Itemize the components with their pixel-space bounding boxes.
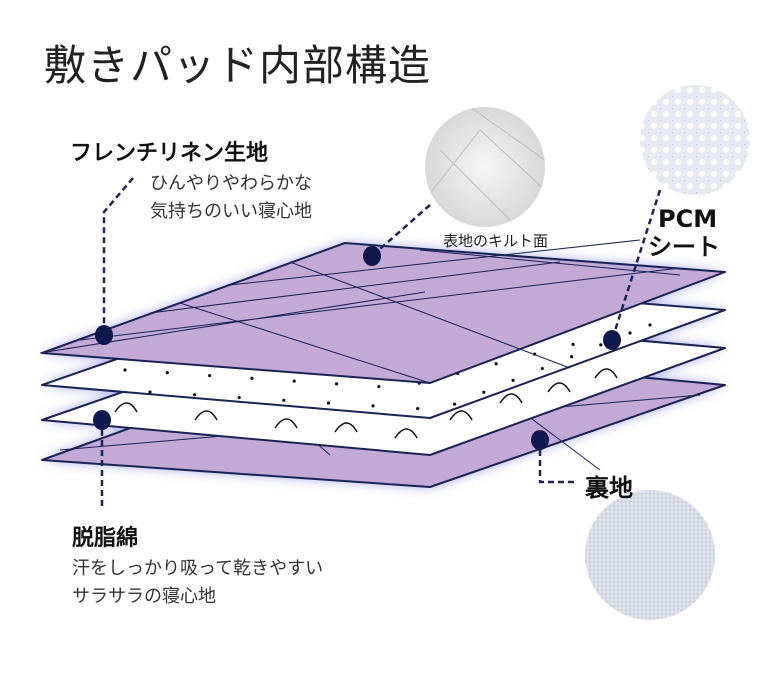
cotton-fibers — [114, 368, 618, 439]
pcm-dot — [334, 382, 339, 386]
desc-line: ひんやりやわらかな — [150, 173, 312, 194]
back-label: 裏地 — [585, 474, 633, 502]
pcm-dot — [292, 379, 296, 383]
pcm-dot — [123, 368, 127, 372]
pcm-dot — [628, 331, 632, 335]
pcm-dot — [453, 402, 457, 406]
pcm-label-line: PCM — [658, 205, 718, 233]
pcm-photo — [640, 85, 750, 195]
pcm-dot — [494, 362, 498, 366]
marker-dots — [93, 246, 621, 450]
pcm-dot — [237, 395, 241, 400]
pcm-dot — [148, 390, 152, 394]
pcm-dot — [482, 390, 486, 394]
desc-line: 気持ちのいい寝心地 — [150, 201, 312, 222]
top-layer-desc: ひんやりやわらかな 気持ちのいい寝心地 — [150, 170, 312, 226]
top-layer — [41, 242, 726, 384]
pcm-label-line: シート — [648, 233, 720, 261]
pcm-dot — [540, 366, 544, 371]
pcm-dot — [208, 373, 212, 378]
pcm-dot — [511, 378, 515, 382]
pcm-dot — [648, 323, 652, 327]
pcm-dot — [165, 371, 169, 375]
cotton-desc: 汗をしっかり吸って乾きやすい サラサラの寝心地 — [72, 555, 323, 611]
pcm-dot — [193, 393, 197, 397]
pcm-dot — [326, 401, 331, 405]
top-layer-label: フレンチリネン生地 — [70, 141, 269, 166]
quilt-photo — [425, 107, 545, 227]
pcm-label: PCM シート — [648, 205, 720, 261]
leader-lines — [100, 177, 662, 510]
pcm-dot — [569, 355, 574, 359]
pcm-dot — [599, 343, 603, 347]
page-title: 敷きパッド内部構造 — [44, 41, 432, 90]
pcm-dot — [377, 385, 381, 389]
back-photo — [585, 490, 715, 620]
desc-line: 汗をしっかり吸って乾きやすい — [72, 558, 324, 579]
pcm-dot — [416, 407, 420, 411]
pcm-dot — [282, 398, 286, 402]
cotton-label: 脱脂綿 — [72, 526, 139, 551]
pcm-dot — [571, 342, 575, 346]
desc-line: サラサラの寝心地 — [72, 586, 216, 607]
pcm-dot — [250, 376, 254, 380]
quilt-caption: 表地のキルト面 — [443, 232, 549, 250]
pcm-dot — [371, 404, 375, 408]
